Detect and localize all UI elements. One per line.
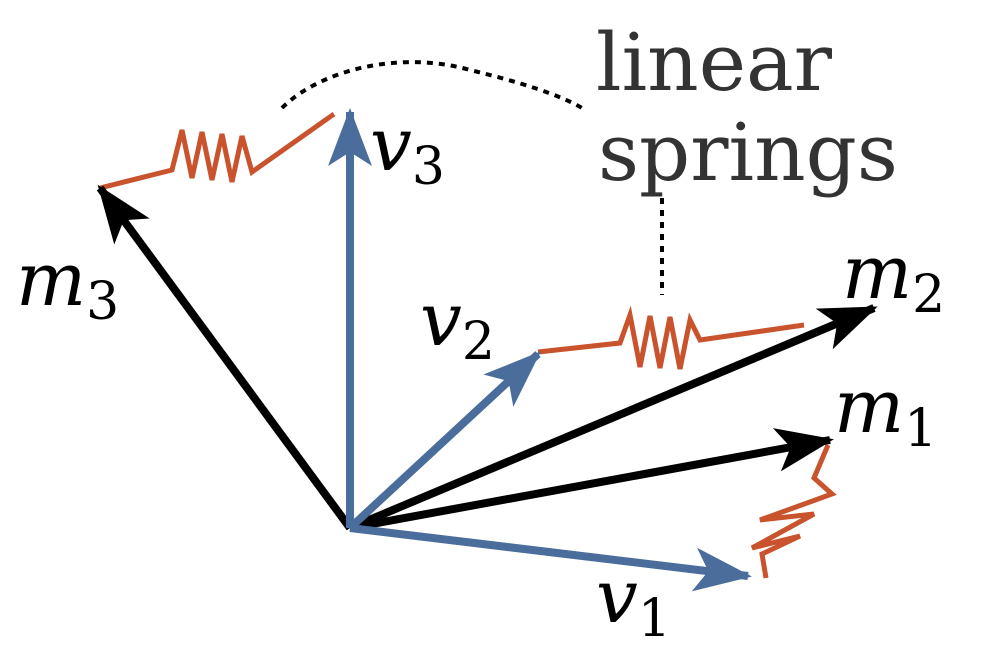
label-v3: v3	[370, 102, 445, 197]
label-m3: m3	[16, 237, 119, 332]
label-m2: m2	[842, 230, 945, 325]
label-m1: m1	[834, 364, 937, 459]
vector-v1	[349, 524, 752, 592]
spring-m3-v3	[99, 111, 336, 191]
vector-m3	[96, 184, 354, 531]
vector-m2	[348, 304, 878, 532]
spring-v1-m1	[750, 444, 837, 579]
vector-v2	[347, 351, 541, 531]
spring-v2-m2	[537, 305, 805, 370]
label-v2: v2	[420, 277, 495, 372]
dotted-leader-top	[280, 60, 584, 110]
label-v1: v1	[596, 554, 671, 649]
vector-m1	[349, 428, 834, 532]
annotation-line-1: linear	[596, 16, 833, 109]
annotation-line-2: springs	[598, 106, 898, 199]
